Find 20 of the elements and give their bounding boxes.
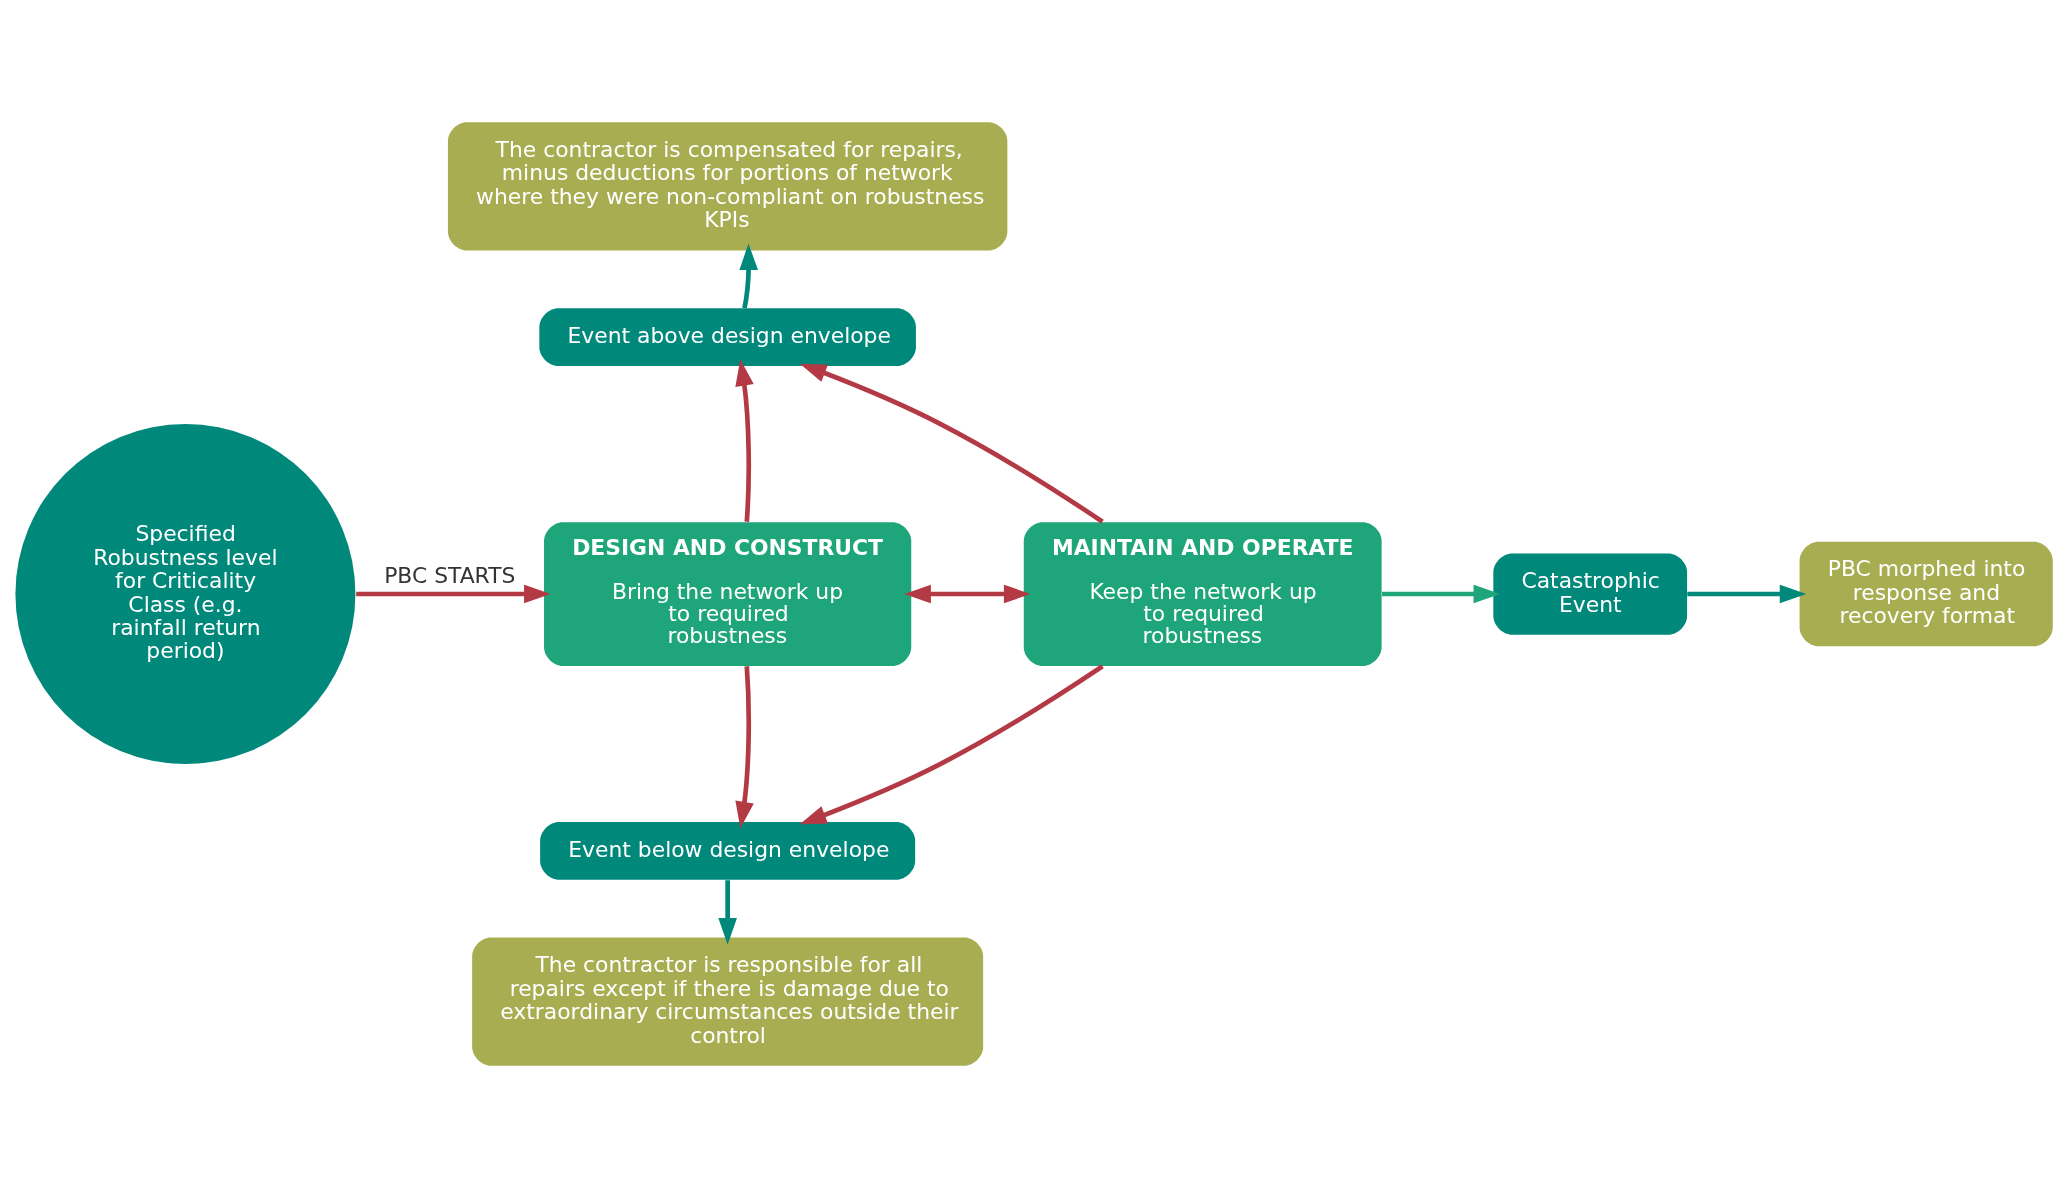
arrow (1687, 584, 1807, 604)
arrow (904, 584, 1031, 604)
arrow (1382, 584, 1501, 604)
arrow (735, 666, 754, 829)
node-box: Event above design envelope (539, 308, 916, 366)
node-box: Event below design envelope (540, 822, 916, 880)
node-box: MAINTAIN AND OPERATE Keep the network up to required robustness (1023, 522, 1382, 666)
arrow (718, 880, 737, 945)
arrow (799, 363, 1104, 524)
node-circle: Specified Robustness level for Criticality Class (e.g. rainfall return period) (15, 424, 356, 764)
arrow (739, 243, 758, 309)
node-box: The contractor is compensated for repairs, minus deductions for portions of network where they were non-compliant on robustness KPIs (447, 122, 1008, 251)
arrow (356, 584, 551, 604)
edge-label: PBC STARTS (384, 563, 516, 589)
node-box: Catastrophic Event (1493, 553, 1688, 635)
node-box: The contractor is responsible for all repairs except if there is damage due to extraordinary circumstances outside their control (472, 937, 984, 1066)
arrow (735, 359, 754, 522)
node-box: DESIGN AND CONSTRUCT Bring the network up to required robustness (544, 522, 912, 666)
node-box: PBC morphed into response and recovery format (1799, 541, 2053, 647)
arrow (799, 664, 1104, 825)
